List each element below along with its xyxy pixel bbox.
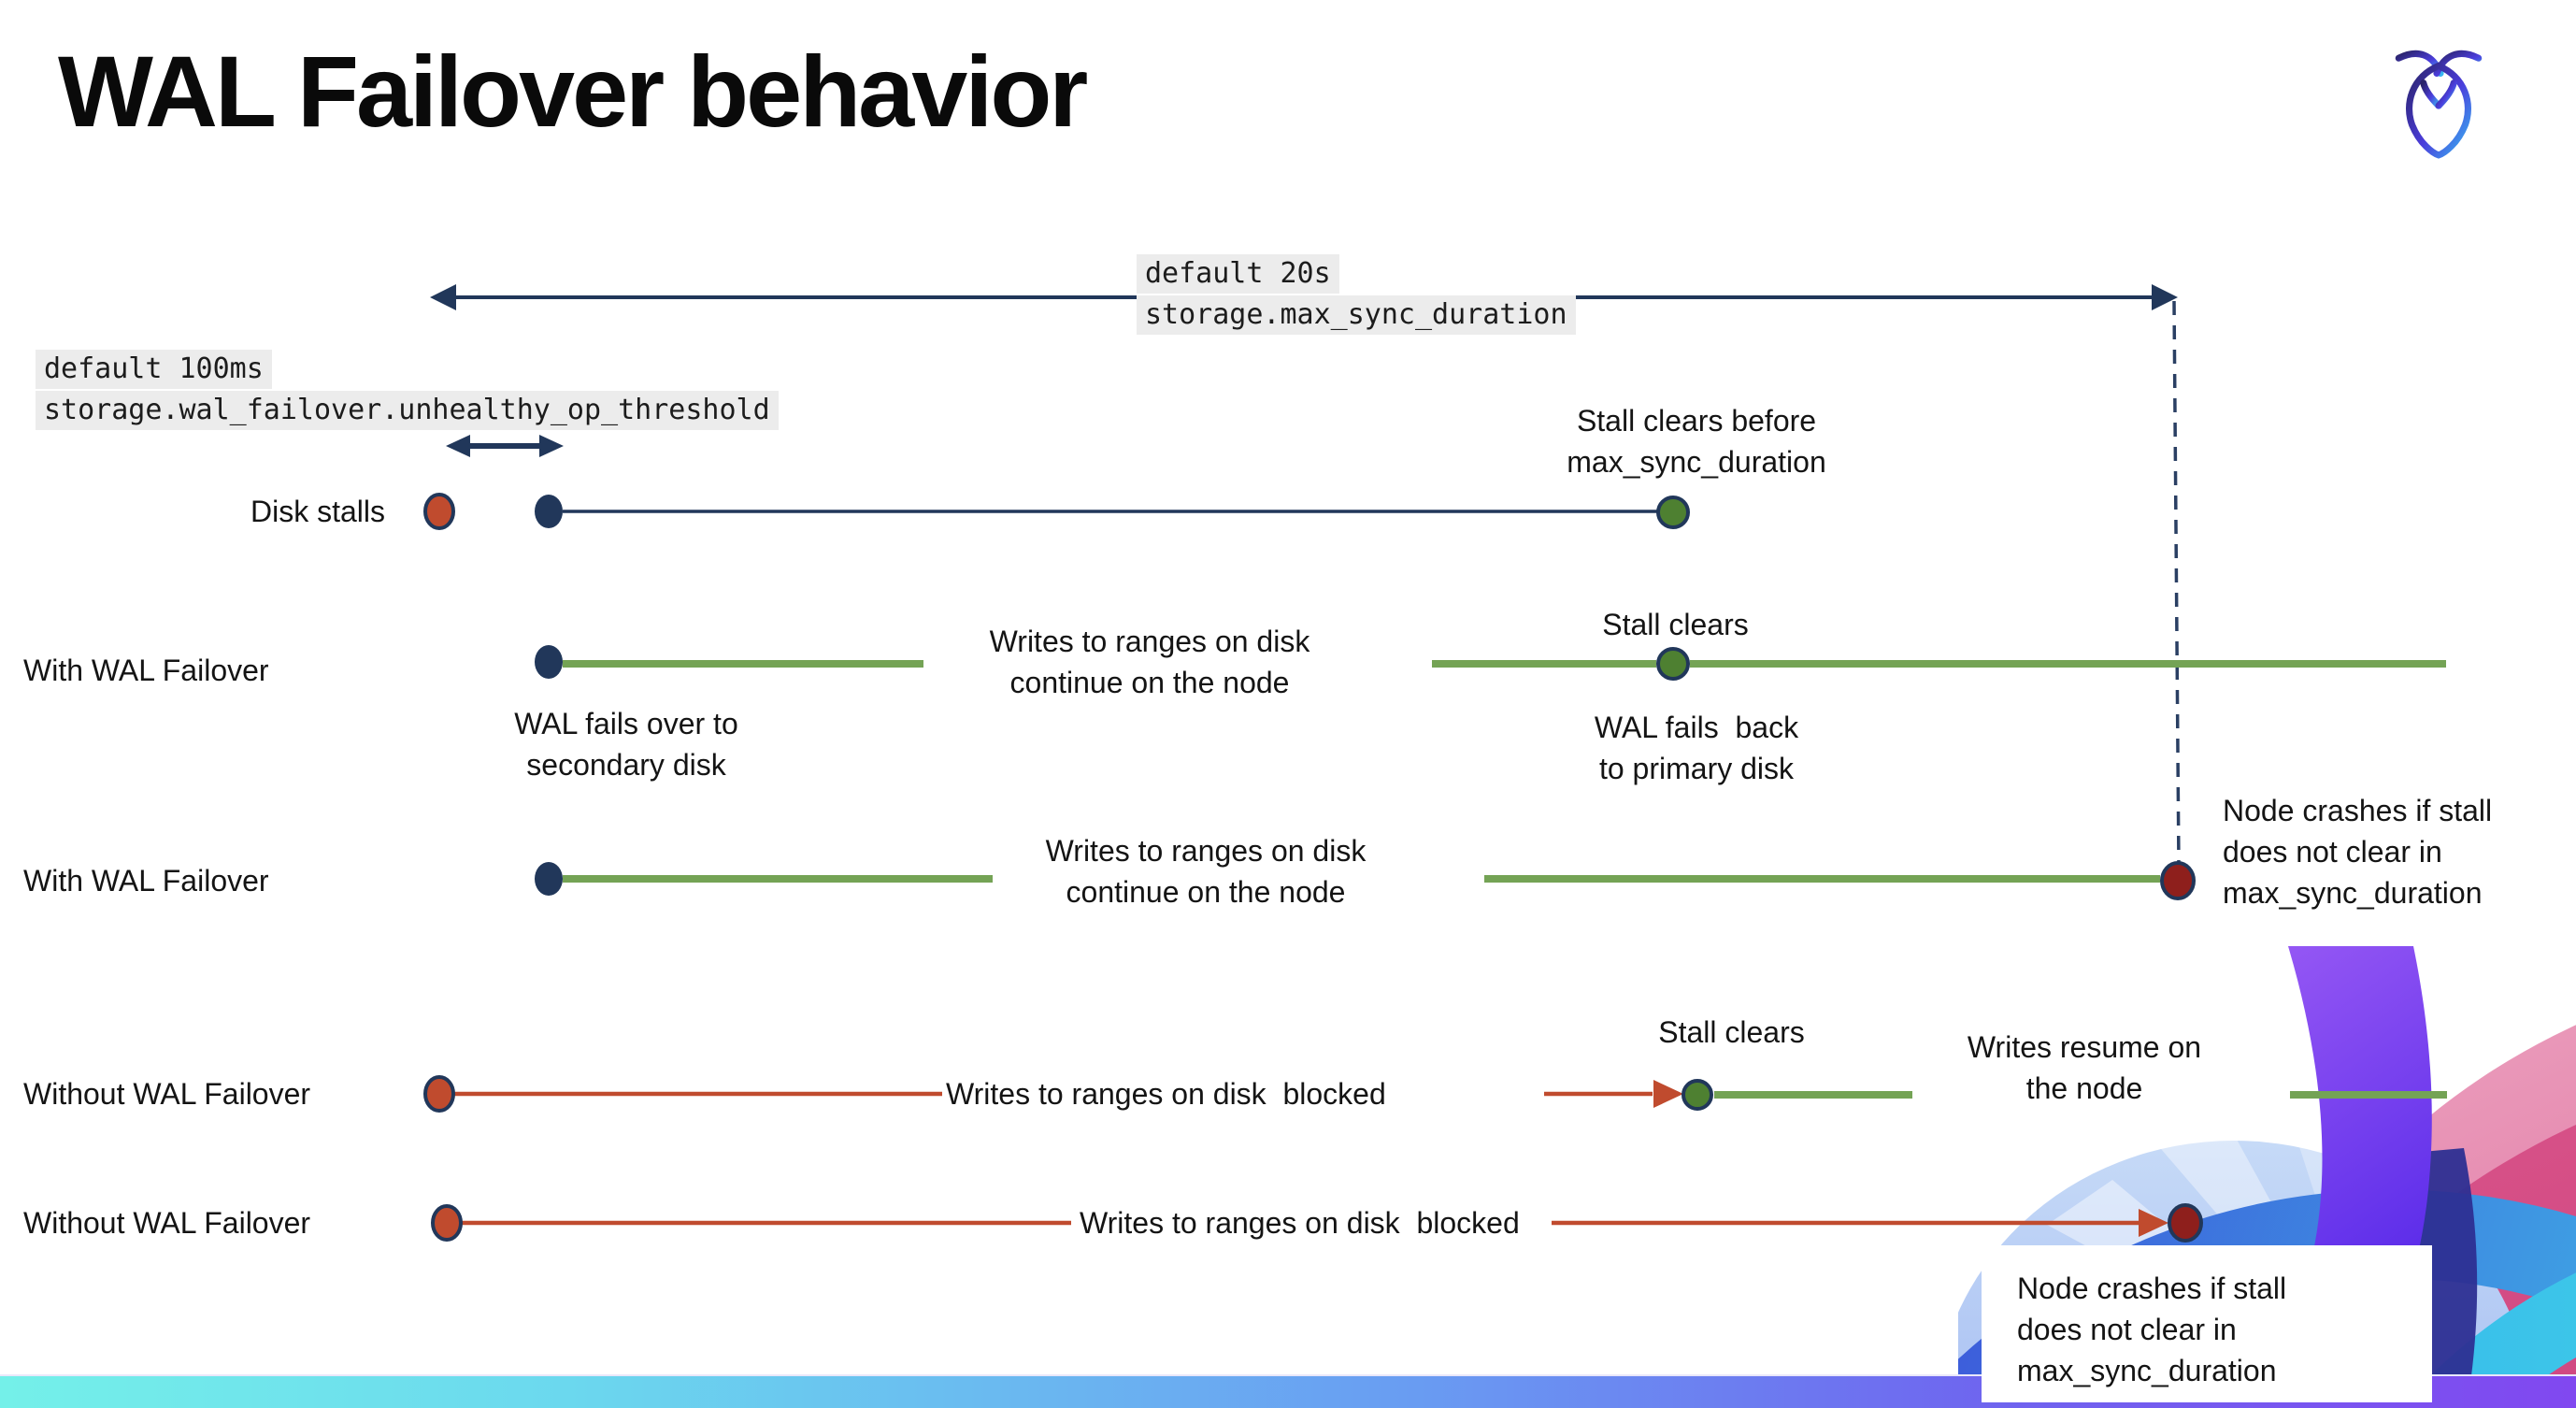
stall-start-dot [431,1204,463,1242]
note-writes-blocked-2: Writes to ranges on disk blocked [1080,1206,1520,1240]
node-crash-callout-box: Node crashes if stall does not clear in … [1982,1245,2432,1402]
failover-dot [535,862,563,896]
stall-clears-dot [1682,1079,1713,1111]
node-crash-dot [2168,1203,2203,1243]
note-stall-clears-2: Stall clears [1658,1015,1805,1049]
unhealthy-op-setting-chip: storage.wal_failover.unhealthy_op_thresh… [36,391,779,430]
disk-stalls-track [423,493,1690,530]
arrowhead-left-icon [446,435,470,457]
failover-dot [535,645,563,679]
note-stall-clears-1: Stall clears [1602,608,1749,641]
threshold-dot [535,495,563,528]
note-wal-fails-back: WAL fails back to primary disk [1594,711,1799,785]
without-wal-failover-1-track [423,1075,2447,1113]
unhealthy-op-default-chip: default 100ms [36,350,272,389]
stall-clears-dot [1656,496,1690,529]
row-label-with-wal-failover-2: With WAL Failover [23,864,269,898]
max-sync-setting-chip: storage.max_sync_duration [1137,295,1576,335]
arrowhead-right-icon [2152,284,2178,310]
note-wal-fails-over: WAL fails over to secondary disk [514,707,738,782]
arrowhead-right-icon [539,435,564,457]
max-sync-deadline-dashed-line [2172,300,2181,867]
note-node-crashes-2: Node crashes if stall does not clear in … [2017,1272,2287,1387]
cockroachdb-logo-icon [2395,50,2483,159]
arrowhead-right-icon [1653,1080,1683,1108]
page-title: WAL Failover behavior [58,35,1088,148]
arrowhead-right-icon [2139,1209,2168,1237]
note-writes-continue-1: Writes to ranges on disk continue on the… [989,625,1310,699]
row-label-disk-stalls: Disk stalls [250,495,385,528]
note-node-crashes-1: Node crashes if stall does not clear in … [2223,794,2493,910]
row-label-without-wal-failover-1: Without WAL Failover [23,1077,311,1111]
failback-dot [1656,647,1690,681]
note-writes-continue-2: Writes to ranges on disk continue on the… [1045,834,1367,909]
without-wal-failover-2-track [431,1203,2203,1243]
note-writes-resume: Writes resume on the node [1967,1030,2202,1105]
stall-start-dot [423,493,455,530]
stall-start-dot [423,1075,455,1113]
row-label-without-wal-failover-2: Without WAL Failover [23,1206,311,1240]
note-stall-clears-before: Stall clears before max_sync_duration [1567,404,1826,479]
unhealthy-op-threshold-arrow [446,435,564,457]
max-sync-default-chip: default 20s [1137,254,1339,294]
row-label-with-wal-failover-1: With WAL Failover [23,654,269,687]
note-writes-blocked-1: Writes to ranges on disk blocked [946,1077,1386,1111]
node-crash-dot [2160,861,2196,900]
arrowhead-left-icon [430,284,456,310]
